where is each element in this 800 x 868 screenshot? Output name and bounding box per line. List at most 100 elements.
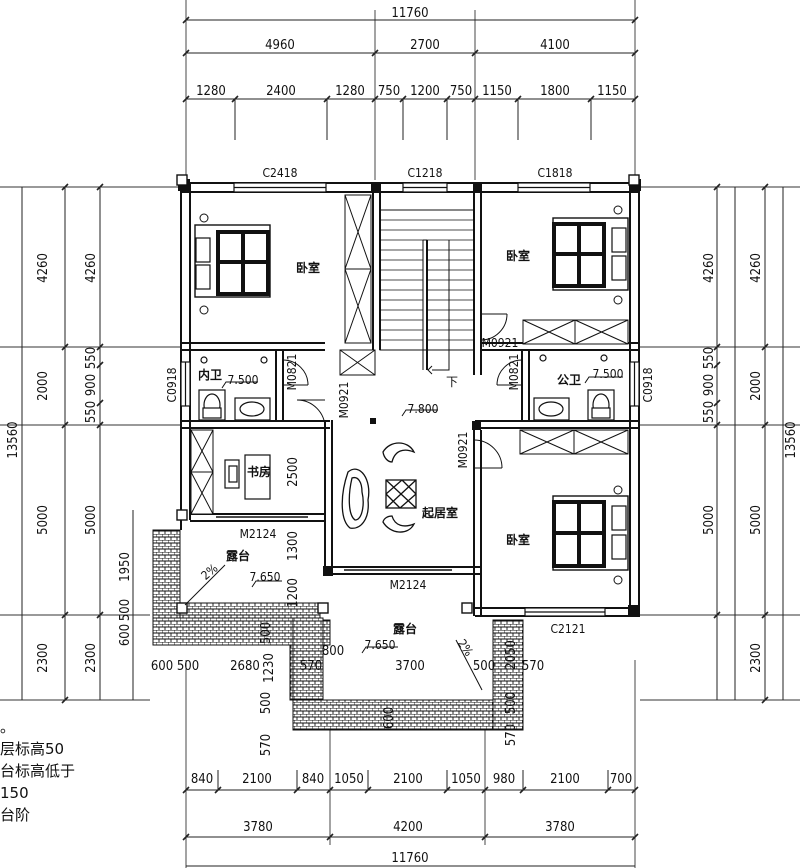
room-label-bedroom-se: 卧室	[506, 532, 530, 547]
dim-row-570d: 570	[259, 734, 274, 756]
dim-left-inner-2: 550	[84, 347, 99, 369]
window-label-c0918-right: C0918	[641, 367, 655, 402]
dim-row-2680: 2680	[230, 659, 260, 674]
elevation-terrace-left: 7.650	[250, 570, 281, 584]
room-label-living: 起居室	[421, 505, 458, 520]
dim-right-inner-5: 5000	[702, 505, 717, 535]
dim-row-570b: 570	[522, 659, 544, 674]
dim-top-main-2: 2700	[410, 38, 440, 53]
dim-row-800: 800	[322, 644, 344, 659]
bed-ne	[552, 205, 629, 305]
dim-top-detail-2: 2400	[266, 84, 296, 99]
dim-bottom-main-1: 3780	[243, 820, 273, 835]
bath-fixtures	[198, 354, 615, 421]
bed-nw	[194, 213, 271, 315]
dim-right-inner-2: 550	[702, 347, 717, 369]
dim-top-total: 11760	[391, 6, 428, 21]
dim-side-total-left: 13560	[6, 421, 21, 458]
dim-bottom-detail-6: 1050	[451, 772, 481, 787]
dim-left-inner-1: 4260	[84, 253, 99, 283]
dim-left-inner-9: 2300	[84, 643, 99, 673]
dim-top-detail-7: 1150	[482, 84, 512, 99]
room-label-bath-private: 内卫	[198, 367, 222, 382]
dim-top-detail-3: 1280	[335, 84, 365, 99]
dim-row-570: 570	[300, 659, 322, 674]
staircase	[379, 209, 475, 375]
dim-right-outer-4: 2300	[749, 643, 764, 673]
dim-row-1230: 1230	[262, 653, 277, 683]
dim-bottom-detail-4: 1050	[334, 772, 364, 787]
dim-left: 4260 2000 5000 2300 4260 550 900 550 500…	[6, 253, 133, 673]
elevation-living: 7.800	[408, 402, 439, 416]
living-furniture	[341, 442, 417, 533]
dim-row-500d: 500	[259, 622, 274, 644]
elevation-bath-right: 7.500	[593, 367, 624, 381]
note-line-3: 台标高低于	[0, 762, 76, 780]
top-dimension-rows	[182, 16, 639, 140]
dim-bottom: 840 2100 840 1050 2100 1050 980 2100 700…	[191, 772, 632, 866]
dim-left-inner-5: 5000	[84, 505, 99, 535]
study-furniture	[224, 454, 271, 500]
note-line-4: 150	[0, 784, 29, 802]
slope-terrace-bottom: 2%	[455, 637, 476, 659]
dim-top-main-3: 4100	[540, 38, 570, 53]
room-label-study: 书房	[247, 464, 271, 479]
bed-se	[552, 485, 629, 585]
dim-left-inner-7: 500	[118, 599, 133, 621]
dim-top-detail-4: 750	[378, 84, 400, 99]
door-label-m0821-left: M0821	[285, 354, 299, 391]
elevation-bath-left: 7.500	[228, 373, 259, 387]
door-label-m0921-living: M0921	[456, 432, 470, 469]
door-label-m2124-left: M2124	[240, 527, 277, 541]
dim-right-outer-1: 4260	[749, 253, 764, 283]
dim-top-detail: 1280 2400 1280 750 1200 750 1150 1800 11…	[196, 84, 627, 99]
dim-right-inner-3: 900	[702, 374, 717, 396]
dim-left-outer-4: 2300	[36, 643, 51, 673]
dim-right-inner-1: 4260	[702, 253, 717, 283]
dim-row-500: 500	[473, 659, 495, 674]
window-label-c1218: C1218	[407, 166, 442, 180]
dim-side-total-right: 13560	[784, 421, 799, 458]
room-label-bedroom-nw: 卧室	[296, 260, 320, 275]
window-label-c1818: C1818	[537, 166, 572, 180]
dim-right-outer-2: 2000	[749, 371, 764, 401]
dim-top-main-1: 4960	[265, 38, 295, 53]
room-label-terrace-bottom: 露台	[393, 621, 417, 636]
dim-right: 4260 550 900 550 5000 4260 2000 5000 230…	[702, 253, 799, 673]
dim-left-inner-4: 550	[84, 401, 99, 423]
room-label-bath-public: 公卫	[557, 373, 581, 387]
dim-top-detail-9: 1150	[597, 84, 627, 99]
dim-top-detail-6: 750	[450, 84, 472, 99]
dim-top-detail-8: 1800	[540, 84, 570, 99]
window-label-c0918-left: C0918	[165, 367, 179, 402]
dim-row-600-500: 600 500	[151, 659, 199, 674]
note-line-5: 台阶	[0, 806, 31, 824]
dim-bottom-main-3: 3780	[545, 820, 575, 835]
elevation-terrace-bottom: 7.650	[365, 638, 396, 652]
room-label-terrace-left: 露台	[226, 548, 250, 563]
dim-terrace-600: 600	[382, 707, 397, 729]
dim-bottom-detail-9: 700	[610, 772, 632, 787]
dim-terrace-1300: 1300	[286, 531, 301, 561]
dim-top-detail-5: 1200	[410, 84, 440, 99]
elevation-markers	[184, 376, 623, 691]
dim-row-570c: 570	[504, 724, 519, 746]
dim-right-inner-4: 550	[702, 401, 717, 423]
wardrobes	[190, 194, 629, 515]
door-label-m0921-left: M0921	[337, 382, 351, 419]
design-notes: 。 层标高50 台标高低于 150 台阶	[0, 716, 120, 826]
window-label-c2418: C2418	[262, 166, 297, 180]
dim-right-outer-3: 5000	[749, 505, 764, 535]
dim-left-outer-3: 5000	[36, 505, 51, 535]
dim-bottom-main-2: 4200	[393, 820, 423, 835]
dim-study-width: 2500	[286, 457, 301, 487]
door-label-m0821-right: M0821	[507, 354, 521, 391]
dim-bottom-detail-1: 840	[191, 772, 213, 787]
dim-row-500b: 500	[504, 692, 519, 714]
dim-row-500c: 500	[259, 692, 274, 714]
interior-dimensions: 2500 1300 1200 600 500 2680 1230 570 800…	[151, 457, 544, 756]
dim-bottom-detail-8: 2100	[550, 772, 580, 787]
door-label-m2124-bottom: M2124	[390, 578, 427, 592]
